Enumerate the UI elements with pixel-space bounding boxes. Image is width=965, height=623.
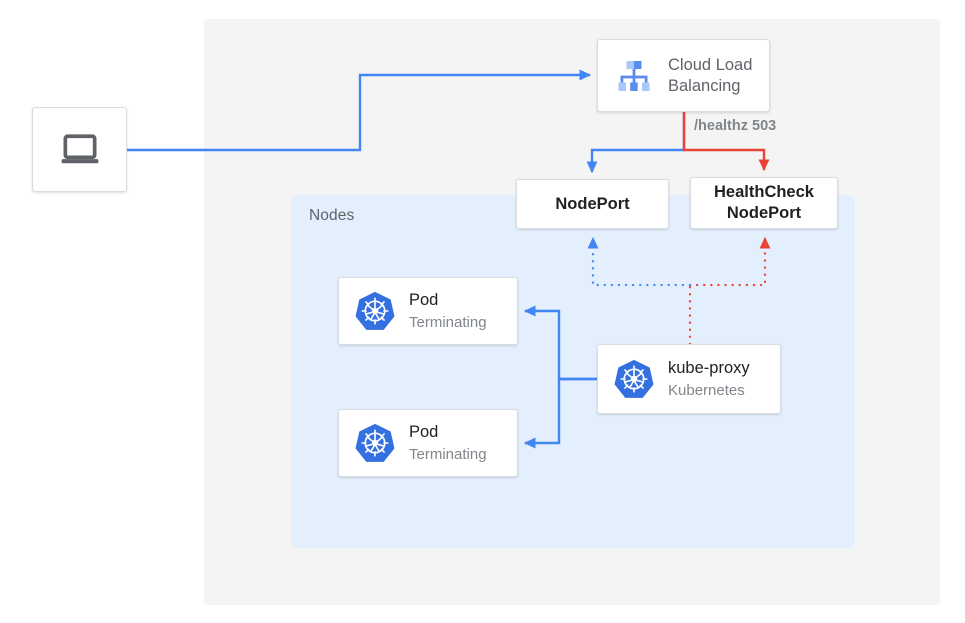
pod-node-1-title: Pod [409,290,439,309]
kube-proxy-node[interactable]: kube-proxy Kubernetes [597,344,781,414]
pod-node-2-title: Pod [409,422,439,441]
pod-node-2-subtitle: Terminating [409,445,487,463]
pod-node-1-text: Pod Terminating [409,290,487,333]
client-node[interactable] [32,107,127,192]
pod-node-2-text: Pod Terminating [409,422,487,465]
kube-proxy-content: kube-proxy Kubernetes [598,345,780,413]
pod-node-1[interactable]: Pod Terminating [338,277,518,345]
pod-node-2-content: Pod Terminating [339,410,517,476]
nodes-region-label: Nodes [309,207,355,224]
nodeport-label: NodePort [555,195,630,213]
healthcheck-nodeport-label-line2: NodePort [726,204,802,222]
healthcheck-nodeport-node[interactable]: HealthCheck NodePort [690,177,838,229]
pod-node-1-content: Pod Terminating [339,278,517,344]
kubernetes-icon [612,357,656,401]
nodeport-node[interactable]: NodePort [516,179,669,229]
pod-node-2[interactable]: Pod Terminating [338,409,518,477]
cloud-load-balancing-title-line1: Cloud Load [668,55,753,74]
cloud-load-balancing-text: Cloud Load Balancing [668,55,752,97]
kubernetes-icon [353,289,397,333]
kube-proxy-text: kube-proxy Kubernetes [668,358,750,401]
kube-proxy-title: kube-proxy [668,358,750,377]
cloud-load-balancing-node[interactable]: Cloud Load Balancing [597,39,770,112]
client-node-content [33,108,126,191]
cloud-load-balancing-icon [612,54,656,98]
laptop-icon [58,128,102,172]
cloud-load-balancing-content: Cloud Load Balancing [598,40,769,111]
cloud-load-balancing-title-line2: Balancing [668,76,741,95]
healthz-edge-label: /healthz 503 [694,118,777,134]
kubernetes-icon [353,421,397,465]
pod-node-1-subtitle: Terminating [409,313,487,331]
kube-proxy-subtitle: Kubernetes [668,381,745,399]
healthcheck-nodeport-label-line1: HealthCheck [714,183,814,201]
